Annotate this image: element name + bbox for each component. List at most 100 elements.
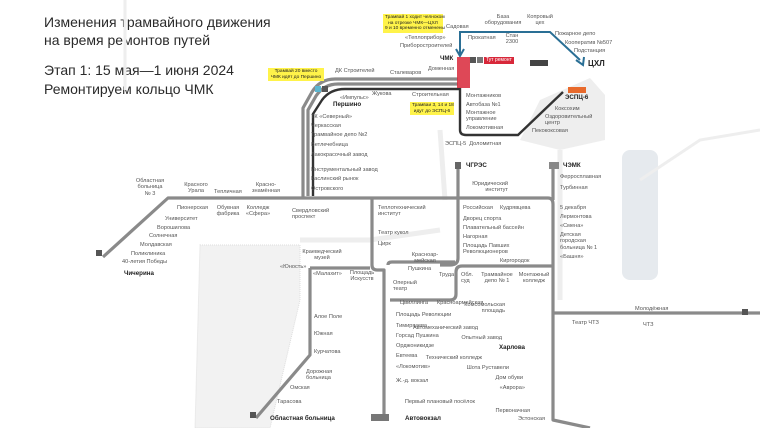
station-label: Коксохим xyxy=(555,106,580,112)
station-label: Цвиллинга xyxy=(400,300,429,306)
station-label: ЧТЗ xyxy=(643,322,654,328)
station-label: Ветлечебница xyxy=(311,142,348,148)
station-label: Першино xyxy=(333,101,362,108)
stage-subtitle: Ремонтируем кольцо ЧМК xyxy=(44,81,214,97)
station-label: Пожарное депо xyxy=(555,31,596,37)
station-label: Кооператив №507 xyxy=(565,40,613,46)
station-label: ЧЭМК xyxy=(563,162,581,169)
station-label: Монтажников xyxy=(466,93,502,99)
station-label: ЭСПЦ-6 xyxy=(565,94,589,101)
station-label: Юридический институт xyxy=(472,181,508,194)
station-label: «Малахит» xyxy=(313,271,342,277)
station-label: Строительная xyxy=(412,92,449,98)
station-label: Лакокрасочный завод xyxy=(311,152,368,158)
station-label: Краеведческий музей xyxy=(302,249,342,262)
station-label: Дом обуви xyxy=(495,375,523,381)
station-label: Каслинский рынок xyxy=(311,176,359,182)
station-label: Плавательный бассейн xyxy=(463,225,524,231)
station-label: База оборудования xyxy=(484,14,522,27)
stage-info: Этап 1: 15 мая—1 июня 2024 Ремонтируем к… xyxy=(44,61,234,99)
station-label: Сталеваров xyxy=(390,70,422,76)
station-label: Ворошилова xyxy=(157,225,191,231)
station-label: Поликлиника xyxy=(131,251,166,257)
station-label: Теплотехнический институт xyxy=(378,205,426,218)
station-label: Оперный театр xyxy=(393,280,417,293)
station-label: Областная больница xyxy=(270,415,335,422)
repair-badge: Тут ремонт xyxy=(484,57,514,64)
station-label: 40-летия Победы xyxy=(122,259,168,265)
station-label: ЧМК xyxy=(440,55,454,62)
station-label: Обувная фабрика xyxy=(216,205,240,218)
line-center xyxy=(370,198,386,420)
station-label: Доменная xyxy=(428,66,455,72)
station-label: «Импульс» xyxy=(340,95,369,101)
arrow-icon xyxy=(455,48,465,59)
station-label: Шота Руставели xyxy=(466,365,509,371)
station-label: Лермонтова xyxy=(560,214,592,220)
ring-route xyxy=(458,87,564,137)
roads xyxy=(300,129,563,300)
station-label: Красноар- мейская xyxy=(411,252,439,265)
station-label: Монтажное управление xyxy=(466,110,497,123)
station-label: Эстонская xyxy=(517,416,545,422)
station-label: Дворец спорта xyxy=(463,216,502,222)
station-label: Красного Урала xyxy=(184,182,208,195)
station-label: Оздоровительный центр xyxy=(545,114,593,127)
lake-area xyxy=(622,150,658,280)
station-label: Солнечная xyxy=(149,233,178,239)
tram20-route xyxy=(311,87,458,196)
station-label: «Башня» xyxy=(560,254,584,260)
roads xyxy=(123,0,760,182)
station-label: Алое Поле xyxy=(314,314,343,320)
station-label: Орджоникидзе xyxy=(396,343,435,349)
station-label: Трамвайное депо №2 xyxy=(311,132,368,138)
map-title: Изменения трамвайного движения на время … xyxy=(44,13,271,49)
station-label: Курчатова xyxy=(314,349,341,355)
station-label: Молодёжная xyxy=(635,306,669,312)
stage-dates: Этап 1: 15 мая—1 июня 2024 xyxy=(44,62,234,78)
station-label: Цирк xyxy=(378,241,391,247)
station-label: Технический колледж xyxy=(425,355,482,361)
title-line-2: на время ремонтов путей xyxy=(44,32,211,48)
detour-route xyxy=(459,31,581,61)
station-label: Дорожная больница xyxy=(306,369,333,382)
station-label: Пекококсовая xyxy=(532,128,568,134)
station-label: Ж.-д. вокзал xyxy=(396,378,429,384)
note-tram-3-14-18: Трамваи 3, 14 и 18 идут до ЭСПЦ-6 xyxy=(410,102,454,116)
station-label: Автовокзал xyxy=(405,415,441,422)
station-label: Площадь Павших Революционеров xyxy=(463,243,510,256)
station-label: Тимирязева xyxy=(396,323,427,329)
station-label: Турбинная xyxy=(560,185,588,191)
station-label: «Смена» xyxy=(560,223,584,229)
station-label: Черкасская xyxy=(311,123,341,129)
station-label: «Аврора» xyxy=(499,385,525,391)
station-label: «Теплоприбор» xyxy=(405,35,446,41)
station-label: Чичерина xyxy=(124,270,154,277)
station-label: Тепличная xyxy=(214,189,242,195)
station-label: Евтеева xyxy=(396,353,418,359)
station-label: ЦХЛ xyxy=(588,59,605,68)
station-label: «Юность» xyxy=(280,264,307,270)
title-line-1: Изменения трамвайного движения xyxy=(44,14,271,30)
station-label: Красноармейская xyxy=(437,300,484,306)
station-label: Колледж «Сфера» xyxy=(245,205,271,218)
station-label: Пушкина xyxy=(408,266,432,272)
station-label: ЧГРЭС xyxy=(466,162,487,169)
station-label: Обл. суд xyxy=(461,272,474,285)
station-label: Киргородок xyxy=(500,258,530,264)
station-label: Трамвайное депо № 1 xyxy=(481,272,513,285)
station-label: Российская xyxy=(463,205,493,211)
industrial-area xyxy=(520,78,605,150)
station-label: Локомотивная xyxy=(466,125,504,131)
station-label: Прокатная xyxy=(468,35,496,41)
route-number-badges xyxy=(96,57,748,421)
station-label: Инструментальный завод xyxy=(311,167,378,173)
station-label: Островского xyxy=(311,186,344,192)
station-label: Площадь Искусств xyxy=(349,270,375,283)
station-label: Труда xyxy=(439,272,455,278)
station-label: Театр ЧТЗ xyxy=(572,320,599,326)
station-label: Стан 2300 xyxy=(505,33,519,46)
station-label: ТК «Северный» xyxy=(311,114,352,120)
note-tram-20: Трамвай 20 вместо ЧМК идёт до Першино xyxy=(268,68,324,82)
station-label: Автомеханический завод xyxy=(413,325,478,331)
